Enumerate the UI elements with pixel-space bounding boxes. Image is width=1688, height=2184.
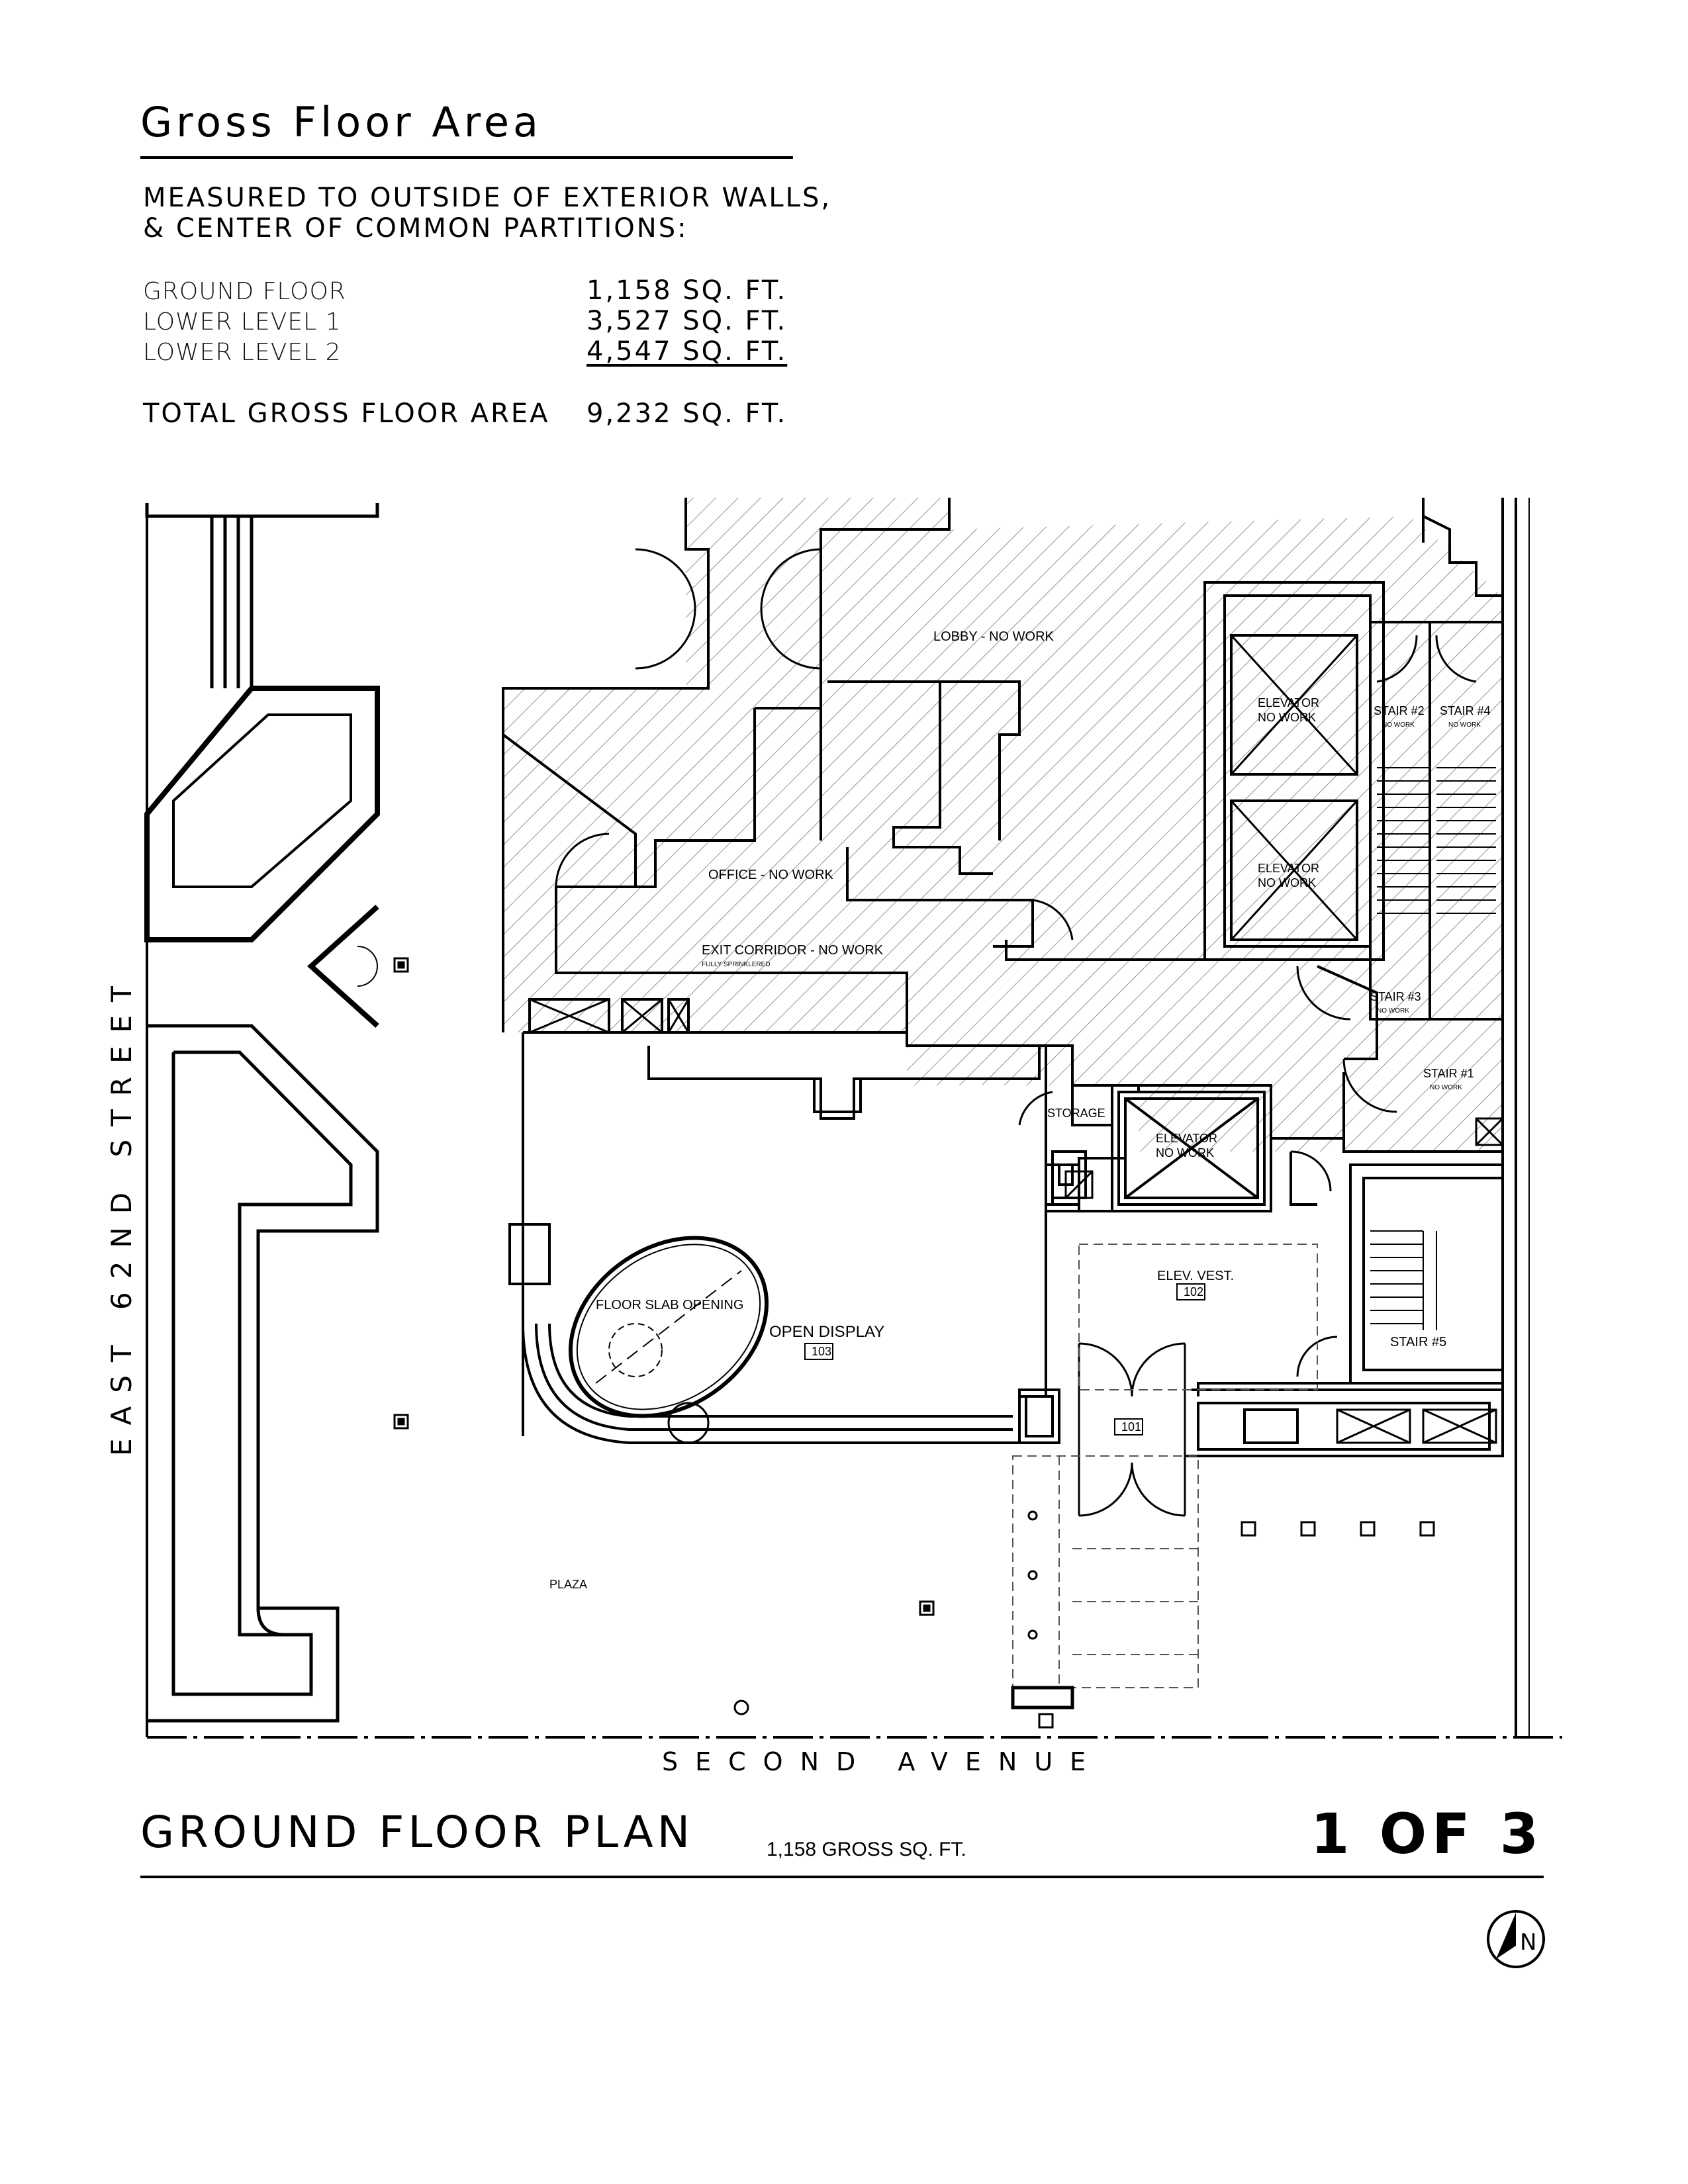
area-row-label-lower1: LOWER LEVEL 1 xyxy=(143,308,342,336)
columns xyxy=(393,957,1435,1729)
area-row-label-lower2: LOWER LEVEL 2 xyxy=(143,339,342,366)
label-elevator3-b: NO WORK xyxy=(1156,1146,1214,1160)
label-open-display-num: 103 xyxy=(812,1345,831,1358)
label-room-101: 101 xyxy=(1121,1420,1141,1433)
label-elev-vest-num: 102 xyxy=(1184,1285,1203,1298)
north-arrow-icon: N xyxy=(1487,1910,1545,1968)
measurement-note-line1: MEASURED TO OUTSIDE OF EXTERIOR WALLS, xyxy=(143,183,832,213)
label-stair1-a: STAIR #1 xyxy=(1423,1067,1474,1080)
label-lobby: LOBBY - NO WORK xyxy=(933,629,1055,644)
label-elevator1-b: NO WORK xyxy=(1258,711,1316,724)
measurement-note-line2: & CENTER OF COMMON PARTITIONS: xyxy=(143,213,688,244)
street-label-east-62nd-svg: EAST 62ND STREET xyxy=(105,972,138,1456)
street-label-second-avenue: SECOND AVENUE xyxy=(662,1747,1103,1776)
property-lines xyxy=(146,498,1562,1739)
north-letter: N xyxy=(1520,1929,1536,1956)
west-planter-sign xyxy=(357,946,378,987)
area-row-value-lower2: 4,547 SQ. FT. xyxy=(586,336,788,367)
label-stair1-b: NO WORK xyxy=(1430,1084,1462,1091)
hatched-no-work-area xyxy=(503,498,1503,1152)
label-stair3-a: STAIR #3 xyxy=(1370,990,1421,1003)
label-elevator2-b: NO WORK xyxy=(1258,876,1316,889)
door-swings xyxy=(555,548,1477,1517)
page-indicator: 1 OF 3 xyxy=(1311,1801,1544,1866)
label-stair2-a: STAIR #2 xyxy=(1374,704,1425,717)
room-number-boxes xyxy=(804,1283,1205,1435)
west-planters xyxy=(144,503,380,1723)
room-labels: LOBBY - NO WORK OFFICE - NO WORK EXIT CO… xyxy=(549,629,1491,1591)
label-elevator3-a: ELEVATOR xyxy=(1156,1132,1217,1145)
total-area-label: TOTAL GROSS FLOOR AREA xyxy=(143,398,550,429)
label-elevator2-a: ELEVATOR xyxy=(1258,862,1319,875)
footer-rule xyxy=(140,1876,1544,1878)
area-row-label-ground: GROUND FLOOR xyxy=(143,278,346,305)
page-title: Gross Floor Area xyxy=(140,98,543,146)
label-stair5: STAIR #5 xyxy=(1390,1335,1446,1349)
plan-title: GROUND FLOOR PLAN xyxy=(140,1807,694,1858)
building-walls xyxy=(502,498,1517,1457)
area-row-value-lower1: 3,527 SQ. FT. xyxy=(586,306,788,336)
label-stair4-b: NO WORK xyxy=(1448,721,1481,729)
label-storage: STORAGE xyxy=(1047,1107,1105,1120)
label-plaza: PLAZA xyxy=(549,1578,587,1591)
area-row-value-ground: 1,158 SQ. FT. xyxy=(586,275,788,306)
label-stair3-b: NO WORK xyxy=(1377,1007,1409,1015)
label-exit-corridor-note: FULLY SPRINKLERED xyxy=(702,961,771,968)
floor-slab-opening xyxy=(568,1236,769,1444)
label-elev-vest: ELEV. VEST. xyxy=(1157,1269,1234,1283)
label-floor-slab-opening: FLOOR SLAB OPENING xyxy=(596,1298,743,1312)
stair-treads xyxy=(1370,767,1496,1330)
title-rule xyxy=(140,156,793,159)
label-elevator1-a: ELEVATOR xyxy=(1258,696,1319,709)
street-label-east-62nd: EAST 62ND STREET xyxy=(93,972,146,1463)
label-exit-corridor: EXIT CORRIDOR - NO WORK xyxy=(702,943,884,958)
plan-subtitle: 1,158 GROSS SQ. FT. xyxy=(767,1839,966,1860)
label-stair2-b: NO WORK xyxy=(1382,721,1415,729)
label-stair4-a: STAIR #4 xyxy=(1440,704,1491,717)
label-open-display: OPEN DISPLAY xyxy=(769,1323,884,1341)
street-west-text: EAST 62ND STREET xyxy=(105,986,138,1456)
elevator-crosses xyxy=(529,634,1504,1444)
label-office: OFFICE - NO WORK xyxy=(708,868,834,882)
dashed-outlines xyxy=(1012,1244,1318,1688)
total-area-value: 9,232 SQ. FT. xyxy=(586,398,788,429)
